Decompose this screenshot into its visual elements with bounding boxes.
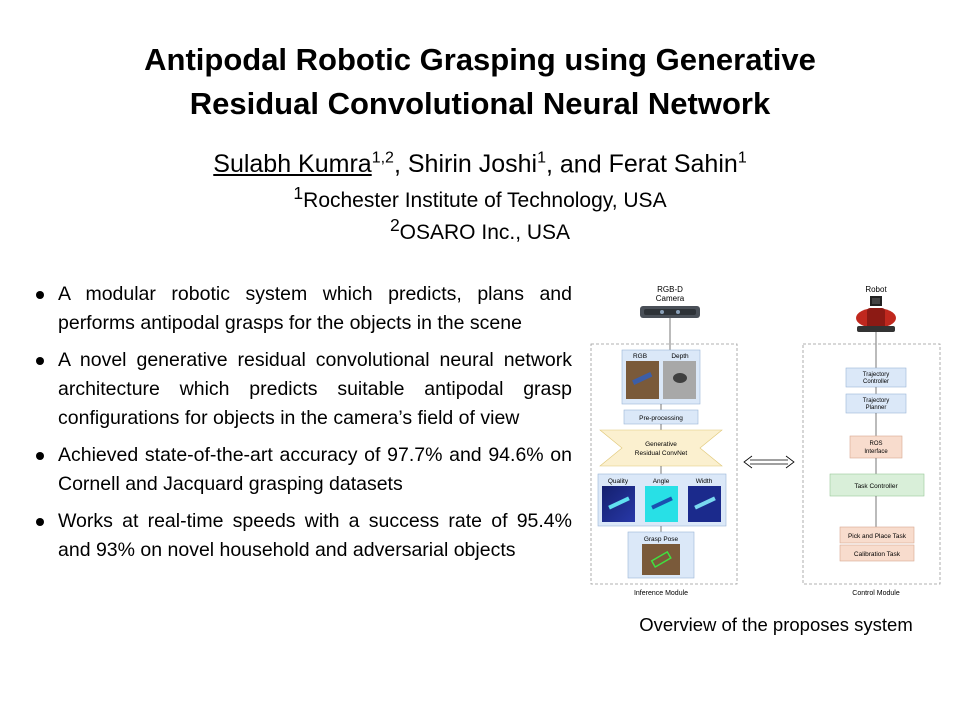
- trajectory-planner-label-line-1: Trajectory: [863, 398, 889, 404]
- camera-icon: [640, 306, 700, 318]
- title-line-1: Antipodal Robotic Grasping using Generat…: [144, 42, 816, 77]
- paper-title: Antipodal Robotic Grasping using Generat…: [0, 38, 960, 126]
- bullet-dot-icon: [36, 291, 44, 299]
- trajectory-planner-label-line-2: Planner: [866, 405, 887, 411]
- network-trapezoid-box: [599, 429, 723, 467]
- contribution-list: A modular robotic system which predicts,…: [30, 280, 572, 573]
- pick-place-task-box: [839, 526, 915, 544]
- camera-label-line-2: Camera: [656, 294, 685, 303]
- calibration-task-box: [839, 544, 915, 562]
- bullet-dot-icon: [36, 518, 44, 526]
- network-label-line-1: Generative: [645, 441, 677, 448]
- list-item: A novel generative residual convolutiona…: [30, 346, 572, 433]
- quality-map: [602, 486, 635, 522]
- bullet-dot-icon: [36, 357, 44, 365]
- calibration-task-label: Calibration Task: [854, 551, 901, 558]
- author-2: Shirin Joshi1: [407, 150, 546, 179]
- rgb-image: [626, 361, 659, 399]
- grasp-pose-label: Grasp Pose: [644, 536, 679, 543]
- rgb-label: RGB: [633, 353, 647, 360]
- task-controller-box: [829, 473, 925, 497]
- list-item: Achieved state-of-the-art accuracy of 97…: [30, 441, 572, 499]
- list-item: Works at real-time speeds with a success…: [30, 507, 572, 565]
- robot-label: Robot: [865, 285, 887, 294]
- network-label-line-2: Residual ConvNet: [635, 450, 688, 457]
- author-list: Sulabh Kumra1,2, Shirin Joshi1, and Fera…: [213, 150, 747, 179]
- width-label: Width: [696, 478, 713, 485]
- control-module-label: Control Module: [852, 590, 900, 597]
- system-overview-figure: RGB-D Camera Robot RGB Depth Pre-process…: [590, 285, 941, 597]
- quality-label: Quality: [608, 478, 629, 485]
- control-module-box: [802, 343, 941, 585]
- angle-map: [645, 486, 678, 522]
- list-item: A modular robotic system which predicts,…: [30, 280, 572, 338]
- bullet-dot-icon: [36, 452, 44, 460]
- author-3: Ferat Sahin1: [608, 150, 747, 179]
- task-controller-label: Task Controller: [854, 483, 898, 490]
- affiliation-2: 2OSARO Inc., USA: [389, 215, 571, 244]
- robot-icon: [856, 296, 896, 332]
- figure-caption: Overview of the proposes system: [639, 614, 913, 635]
- ros-interface-label-line-1: ROS: [869, 441, 882, 447]
- pick-place-task-label: Pick and Place Task: [848, 533, 907, 540]
- bidirectional-arrow-icon: [743, 455, 795, 469]
- title-line-2: Residual Convolutional Neural Network: [189, 86, 771, 121]
- trajectory-controller-label-line-1: Trajectory: [863, 372, 889, 378]
- preprocessing-label: Pre-processing: [639, 415, 683, 422]
- angle-label: Angle: [653, 478, 670, 485]
- ros-interface-label-line-2: Interface: [864, 449, 888, 455]
- affiliation-1: 1Rochester Institute of Technology, USA: [293, 183, 667, 212]
- author-1: Sulabh Kumra1,2: [213, 150, 394, 179]
- width-map: [688, 486, 721, 522]
- camera-label-line-1: RGB-D: [657, 285, 683, 294]
- inference-module-label: Inference Module: [634, 590, 688, 597]
- grasp-pose-image: [642, 544, 680, 575]
- inference-module-box: [590, 343, 738, 585]
- depth-label: Depth: [671, 353, 689, 360]
- trajectory-controller-label-line-2: Controller: [863, 379, 889, 385]
- depth-image: [663, 361, 696, 399]
